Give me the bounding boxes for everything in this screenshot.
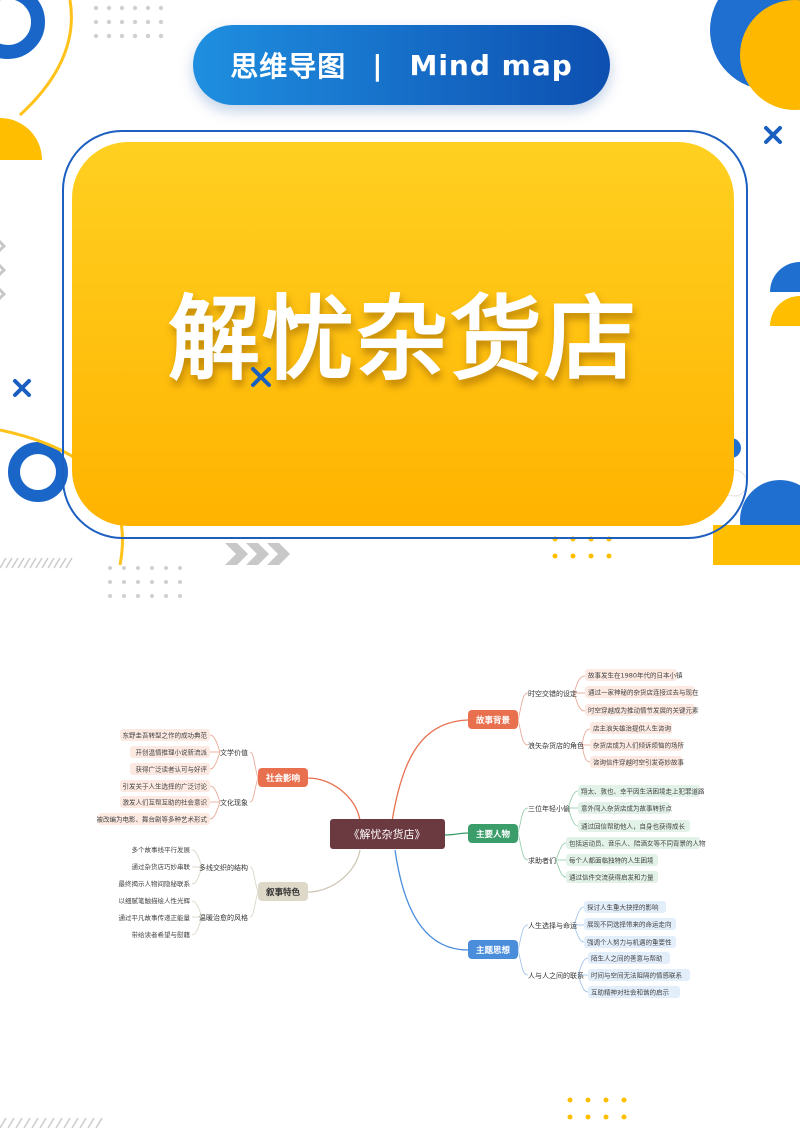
- book-title: 解忧杂货店: [167, 286, 638, 393]
- group-label: 人生选择与命运: [528, 921, 577, 930]
- cross-icon: [764, 126, 782, 144]
- left-blue-ring: [8, 442, 68, 502]
- node-story-background: [468, 710, 518, 729]
- leaf-text: 多个故事线平行发展: [132, 845, 191, 854]
- node-narrative: [258, 882, 308, 901]
- leaf-text: 以细腻笔触描绘人性光辉: [119, 896, 191, 905]
- leaf-group: 多个故事线平行发展 通过杂货店巧妙串联 最终揭示人物间隐秘联系 以细腻笔触描绘人…: [119, 845, 191, 939]
- leaf-text: 被改编为电影、舞台剧等多种艺术形式: [97, 815, 208, 824]
- cross-icon: [13, 379, 31, 397]
- right-yellow-quarter: [713, 525, 800, 565]
- leaf-group: 故事发生在1980年代的日本小镇 通过一家神秘的杂货店连接过去与现在 时空穿越成…: [585, 669, 699, 768]
- leaf-text: 通过一家神秘的杂货店连接过去与现在: [588, 688, 699, 697]
- group-label: 时空交错的设定: [528, 689, 577, 698]
- leaf-text: 咨询信件穿越时空引发奇妙故事: [593, 758, 685, 767]
- node-characters: [468, 824, 518, 843]
- leaf-text: 通过信件交流获得启发和力量: [569, 873, 654, 882]
- node-theme-label: 主题思想: [476, 945, 511, 956]
- leaf-text: 带给读者希望与慰藉: [132, 930, 191, 939]
- group-label: 求助者们: [528, 856, 556, 865]
- node-theme: [468, 940, 518, 959]
- leaf-text: 强调个人努力与机遇的重要性: [587, 938, 672, 947]
- leaf-text: 通过平凡故事传递正能量: [119, 913, 191, 922]
- leaf-text: 陌生人之间的善意与帮助: [591, 954, 663, 963]
- top-dot-grid: [93, 5, 164, 39]
- right-blue-half-moon: [770, 262, 800, 292]
- connector-characters: [444, 832, 469, 836]
- header-title-cn: 思维导图: [230, 50, 347, 83]
- leaf-text: 时间与空间无法阻隔的情感联系: [591, 971, 683, 980]
- leaf-text: 展现不同选择带来的命运走向: [587, 920, 672, 929]
- leaf-text: 通过回信帮助他人，自身也获得成长: [581, 822, 686, 831]
- leaf-text: 东野圭吾转型之作的成功典范: [123, 731, 208, 740]
- header-title-en: Mind map: [409, 48, 573, 82]
- leaf-group: 东野圭吾转型之作的成功典范 开创温情推理小说新流派 获得广泛读者认可与好评 引发…: [97, 729, 210, 825]
- leaf-text: 意外闯入杂货店成为故事转折点: [581, 804, 673, 813]
- left-chevron-marks: [0, 239, 7, 301]
- right-yellow-dot-grid: [552, 536, 612, 559]
- leaf-text: 店主浪矢雄治提供人生咨询: [593, 724, 672, 733]
- group-label: 三位年轻小偷: [528, 804, 570, 813]
- header-banner: 思维导图 | Mind map: [193, 25, 610, 105]
- connector-narrative: [307, 849, 361, 893]
- root-node-label: 《解忧杂货店》: [349, 827, 426, 841]
- leaf-text: 故事发生在1980年代的日本小镇: [588, 671, 683, 680]
- leaf-text: 开创温情推理小说新流派: [136, 748, 208, 757]
- leaf-text: 翔太、敦也、幸平因生活困境走上犯罪道路: [581, 787, 705, 796]
- cross-icon: [251, 367, 271, 387]
- leaf-text: 最终揭示人物间隐秘联系: [119, 879, 191, 888]
- node-social-impact-label: 社会影响: [265, 773, 301, 784]
- group-label: 文学价值: [220, 748, 248, 757]
- bottom-yellow-dot-grid: [567, 1097, 627, 1120]
- connector-story-background: [389, 719, 469, 836]
- right-yellow-half-moon: [770, 296, 800, 326]
- connector-social-impact: [307, 777, 361, 821]
- hatched-stripe-left: [0, 557, 73, 569]
- root-node: [330, 819, 445, 849]
- node-characters-label: 主要人物: [476, 829, 511, 840]
- leaf-group: 探讨人生重大抉择的影响 展现不同选择带来的命运走向 强调个人努力与机遇的重要性 …: [584, 901, 690, 998]
- leaf-text: 激发人们互帮互助的社会意识: [123, 798, 208, 807]
- leaf-text: 获得广泛读者认可与好评: [136, 765, 208, 774]
- group-label: 文化现象: [220, 798, 248, 807]
- leaf-text: 杂货店成为人们倾诉烦恼的场所: [593, 741, 685, 750]
- connector-theme: [394, 849, 469, 951]
- group-label: 人与人之间的联系: [528, 971, 584, 980]
- title-card: [72, 142, 734, 526]
- leaf-text: 通过杂货店巧妙串联: [132, 862, 191, 871]
- group-label: 浪矢杂货店的角色: [528, 741, 584, 750]
- mid-dot-grid: [108, 566, 182, 598]
- leaf-text: 包括运动员、音乐人、陪酒女等不同背景的人物: [569, 839, 706, 848]
- node-story-background-label: 故事背景: [476, 715, 511, 726]
- leaf-text: 探讨人生重大抉择的影响: [587, 903, 659, 912]
- title-card-outline: [62, 130, 748, 539]
- top-left-ring: [0, 0, 45, 59]
- group-label: 多线交织的结构: [199, 863, 248, 872]
- gray-chevron-arrows: [225, 543, 290, 565]
- node-narrative-label: 叙事特色: [266, 887, 301, 898]
- leaf-group: 翔太、敦也、幸平因生活困境走上犯罪道路 意外闯入杂货店成为故事转折点 通过回信帮…: [566, 785, 706, 883]
- hatched-stripe-bottom: [0, 1117, 103, 1129]
- leaf-text: 互助精神对社会和谐的启示: [591, 988, 670, 997]
- mindmap: 故事背景 时空交错的设定 浪矢杂货店的角色 故事发生在1980年代的日本小镇 通…: [97, 669, 706, 998]
- top-left-arc: [18, 0, 73, 117]
- node-social-impact: [258, 768, 308, 787]
- leaf-text: 引发关于人生选择的广泛讨论: [123, 782, 208, 791]
- leaf-text: 每个人都面临独特的人生困境: [569, 856, 654, 865]
- header-separator: |: [372, 48, 384, 82]
- leaf-text: 时空穿越成为推动情节发展的关键元素: [588, 706, 699, 715]
- left-yellow-half-disk: [0, 118, 42, 160]
- top-right-yellow-circle: [740, 0, 800, 110]
- group-label: 温暖治愈的风格: [199, 913, 248, 922]
